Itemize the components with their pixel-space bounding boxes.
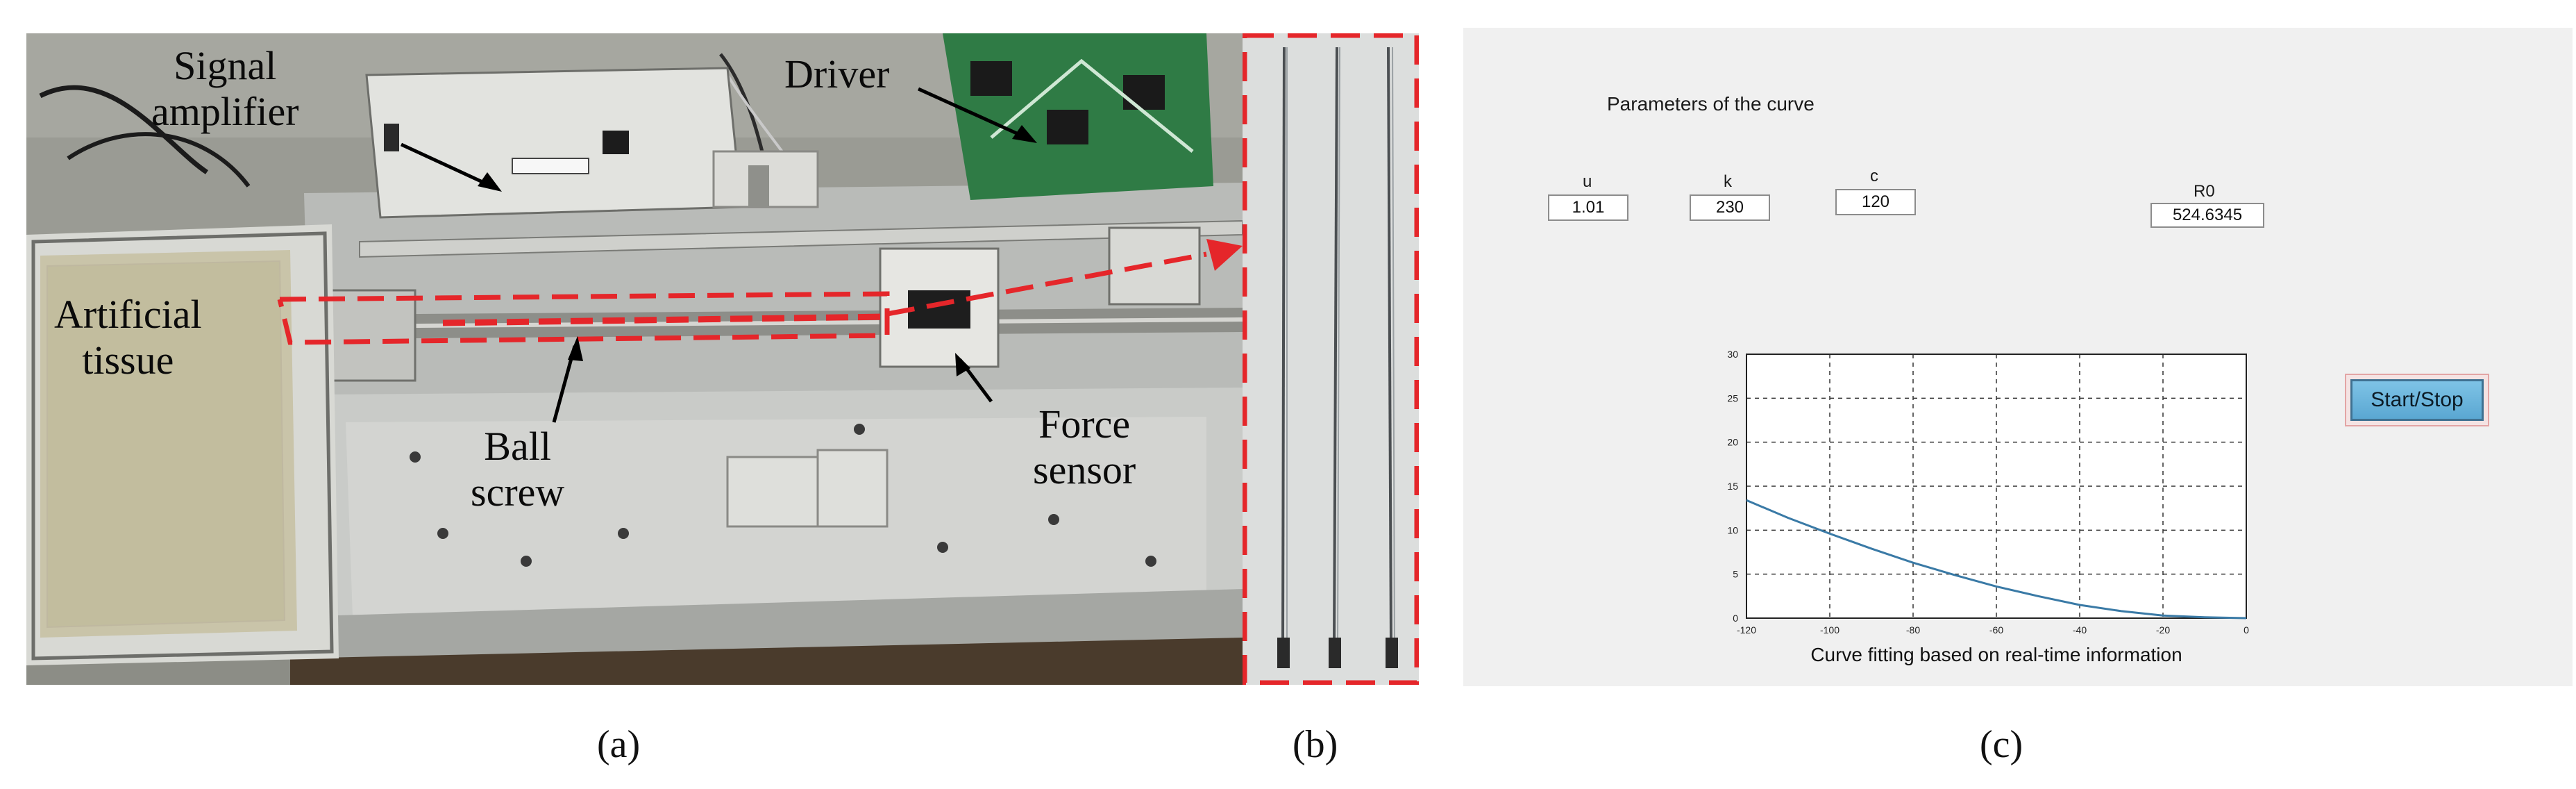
chart-title: Curve fitting based on real-time informa… bbox=[1810, 644, 2182, 665]
ball-screw-label: Ball screw bbox=[471, 424, 564, 515]
signal-amplifier-label: Signal amplifier bbox=[151, 43, 299, 135]
start-stop-button-label: Start/Stop bbox=[2350, 379, 2484, 421]
param-c-label: c bbox=[1870, 167, 1878, 185]
caption-c: (c) bbox=[1980, 723, 2023, 766]
curve-fitting-window: Parameters of the curve u 1.01 k 230 c 1… bbox=[1463, 28, 2573, 686]
x-tick-label: -120 bbox=[1737, 624, 1756, 636]
x-tick-label: 0 bbox=[2244, 624, 2249, 636]
setup-photo-drawing bbox=[26, 33, 1243, 685]
y-tick-label: 30 bbox=[1727, 349, 1738, 360]
x-tick-label: -40 bbox=[2073, 624, 2087, 636]
x-tick-label: -20 bbox=[2156, 624, 2170, 636]
x-tick-label: -60 bbox=[1989, 624, 2003, 636]
parameters-title: Parameters of the curve bbox=[1607, 93, 1815, 115]
needle-photo bbox=[1243, 33, 1419, 685]
param-c-field[interactable]: 120 bbox=[1835, 189, 1916, 215]
param-u-field[interactable]: 1.01 bbox=[1548, 194, 1628, 221]
param-k-field[interactable]: 230 bbox=[1690, 194, 1770, 221]
y-tick-label: 10 bbox=[1727, 524, 1738, 535]
x-tick-label: -100 bbox=[1820, 624, 1840, 636]
setup-photo: Signal amplifier Driver Artificial tissu… bbox=[26, 33, 1243, 685]
y-tick-label: 0 bbox=[1733, 613, 1738, 624]
needle-photo-drawing bbox=[1243, 33, 1419, 685]
y-tick-label: 20 bbox=[1727, 437, 1738, 448]
driver-label: Driver bbox=[784, 51, 890, 97]
param-k-label: k bbox=[1724, 172, 1732, 191]
artificial-tissue-label: Artificial tissue bbox=[54, 292, 202, 383]
ball-screw-label-line2: screw bbox=[471, 470, 565, 515]
plot-frame bbox=[1746, 354, 2247, 619]
x-tick-label: -80 bbox=[1906, 624, 1920, 636]
force-sensor-label-line2: sensor bbox=[1033, 447, 1136, 492]
y-tick-label: 5 bbox=[1733, 569, 1738, 580]
y-tick-label: 25 bbox=[1727, 392, 1738, 404]
signal-amplifier-label-line2: amplifier bbox=[151, 89, 299, 134]
param-u-label: u bbox=[1583, 172, 1592, 191]
r0-field[interactable]: 524.6345 bbox=[2150, 203, 2264, 228]
caption-b: (b) bbox=[1293, 723, 1338, 766]
fitted-curve-line bbox=[1746, 499, 2247, 620]
artificial-tissue-label-line2: tissue bbox=[82, 338, 174, 383]
caption-a: (a) bbox=[597, 723, 641, 766]
force-sensor-label: Force sensor bbox=[1033, 401, 1136, 493]
artificial-tissue-label-line1: Artificial bbox=[54, 292, 202, 337]
start-stop-button[interactable]: Start/Stop bbox=[2345, 374, 2489, 426]
signal-amplifier-label-line1: Signal bbox=[174, 43, 277, 88]
ball-screw-label-line1: Ball bbox=[484, 424, 551, 469]
y-tick-label: 15 bbox=[1727, 481, 1738, 492]
r0-label: R0 bbox=[2194, 182, 2215, 201]
force-sensor-label-line1: Force bbox=[1038, 401, 1131, 447]
